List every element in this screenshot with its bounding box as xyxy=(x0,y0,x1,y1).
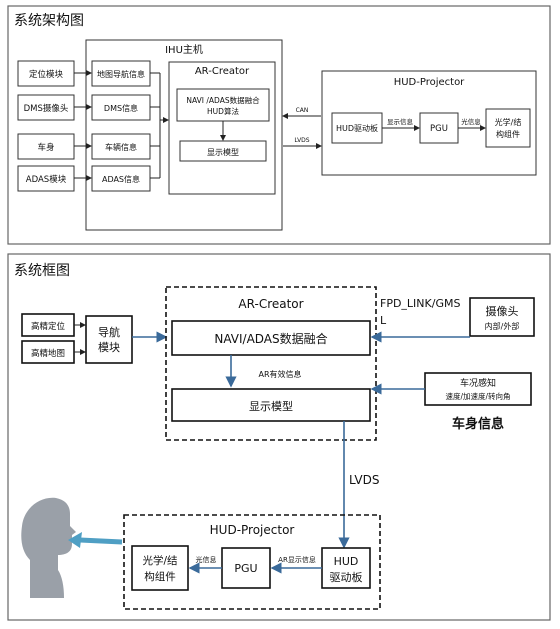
architecture-frame xyxy=(7,5,551,245)
arch-fusion-line2: HUD算法 xyxy=(207,106,239,116)
input-vehicle-body-label: 车身 xyxy=(37,142,54,153)
arch-hud-driver-box xyxy=(331,112,383,144)
block-title: 系统框图 xyxy=(14,263,70,279)
arch-display-info-label: 显示信息 xyxy=(387,117,414,126)
block-ar-creator-title: AR-Creator xyxy=(238,297,303,311)
camera-box xyxy=(469,297,535,337)
block-hud-projector-title: HUD-Projector xyxy=(210,523,295,537)
arch-ar-creator xyxy=(168,61,276,195)
light-beam-arrow xyxy=(68,532,123,548)
block-optics-line1: 光学/结 xyxy=(142,554,177,567)
block-hud-driver-box xyxy=(321,547,371,589)
arch-optics-box xyxy=(485,108,531,148)
block-fusion-label: NAVI/ADAS数据融合 xyxy=(214,331,327,346)
arch-optics-line2: 构组件 xyxy=(496,129,520,139)
arch-ar-creator-title: AR-Creator xyxy=(195,66,250,77)
block-optics-box xyxy=(131,545,189,591)
can-label: CAN xyxy=(296,107,309,114)
block-optics-line2: 构组件 xyxy=(144,570,176,583)
info-map-navigation-label: 地图导航信息 xyxy=(97,69,145,79)
info-dms xyxy=(91,94,151,121)
input-adas-module xyxy=(17,165,75,192)
architecture-title: 系统架构图 xyxy=(14,13,84,29)
ar-display-info-label: AR显示信息 xyxy=(278,555,316,564)
arch-display-model-label: 显示模型 xyxy=(207,147,239,157)
block-frame xyxy=(7,253,551,621)
block-display-model-label: 显示模型 xyxy=(249,399,293,413)
block-lvds-label: LVDS xyxy=(349,473,379,487)
hd-position-label: 高精定位 xyxy=(31,321,66,332)
arch-light-info-label: 光信息 xyxy=(461,117,481,126)
arch-lvds-label: LVDS xyxy=(294,137,309,144)
arch-display-model-box xyxy=(179,140,267,162)
vehicle-perception-line2: 速度/加速度/转向角 xyxy=(445,391,510,401)
fpd-link-line2: L xyxy=(380,314,387,327)
info-dms-label: DMS信息 xyxy=(104,103,138,113)
info-map-navigation xyxy=(91,60,151,87)
arch-fusion-box xyxy=(176,88,270,122)
block-pgu-label: PGU xyxy=(234,562,257,575)
block-ar-creator xyxy=(165,286,377,441)
arch-pgu-box xyxy=(419,112,459,144)
arch-fusion-line1: NAVI /ADAS数据融合 xyxy=(186,95,260,105)
input-positioning-module xyxy=(17,60,75,87)
input-positioning-label: 定位模块 xyxy=(29,69,64,80)
block-light-info-label: 光信息 xyxy=(196,555,217,564)
vehicle-perception-line1: 车况感知 xyxy=(460,377,496,389)
block-display-model-box xyxy=(171,388,371,422)
info-adas-label: ADAS信息 xyxy=(102,174,140,184)
body-info-label: 车身信息 xyxy=(452,416,504,432)
arch-optics-line1: 光学/结 xyxy=(495,117,522,127)
nav-module-line1: 导航 xyxy=(98,325,120,339)
input-vehicle-body xyxy=(17,133,75,160)
vehicle-perception-box xyxy=(424,372,532,406)
hd-map-label: 高精地图 xyxy=(31,348,65,359)
camera-line2: 内部/外部 xyxy=(485,321,520,331)
ar-info-label: AR有效信息 xyxy=(258,369,301,379)
ihu-title: IHU主机 xyxy=(165,43,203,56)
input-dms-camera-label: DMS摄像头 xyxy=(24,103,69,114)
arch-hud-projector-title: HUD-Projector xyxy=(394,77,465,88)
fpd-link-line1: FPD_LINK/GMS xyxy=(380,297,460,310)
input-dms-camera xyxy=(17,94,75,121)
camera-line1: 摄像头 xyxy=(486,304,519,318)
nav-module-box xyxy=(85,315,133,364)
block-hud-projector xyxy=(123,514,381,610)
block-fusion-box xyxy=(171,320,371,356)
info-vehicle-label: 车辆信息 xyxy=(105,142,137,152)
viewer-head-icon xyxy=(21,497,76,598)
info-collector-bracket xyxy=(150,72,161,179)
arch-pgu-label: PGU xyxy=(430,124,448,134)
block-hud-driver-line1: HUD xyxy=(334,555,359,568)
nav-module-line2: 模块 xyxy=(98,341,120,354)
arch-hud-driver-label: HUD驱动板 xyxy=(336,123,378,133)
input-adas-label: ADAS模块 xyxy=(26,174,67,185)
block-hud-driver-line2: 驱动板 xyxy=(330,570,363,584)
